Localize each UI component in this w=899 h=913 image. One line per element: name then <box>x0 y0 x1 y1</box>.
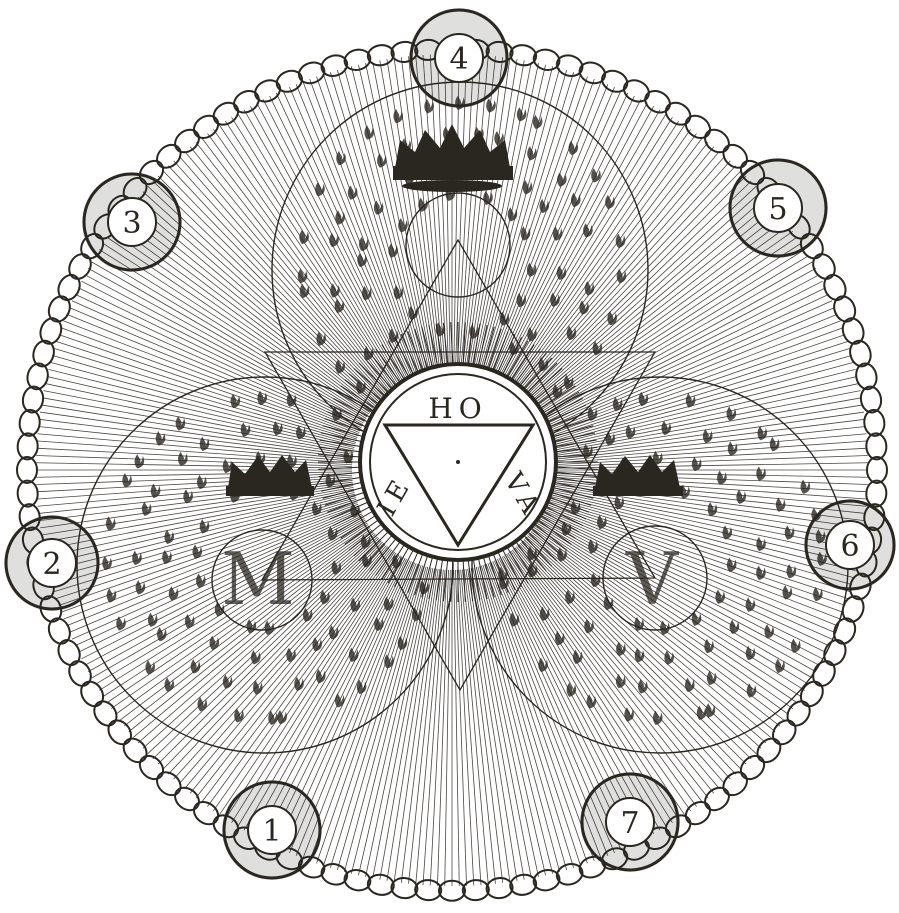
medallion-2: 2 <box>4 515 100 611</box>
lobe-letter-right: V <box>625 537 680 621</box>
central-dot <box>456 460 460 464</box>
medallion-7-label: 7 <box>620 806 639 841</box>
medallion-6: 6 <box>804 499 896 591</box>
medallion-1: 1 <box>222 780 322 880</box>
central-medallion: HO IE VA <box>360 364 556 560</box>
medallion-4-label: 4 <box>449 42 468 77</box>
lobe-letter-left: M <box>221 537 295 621</box>
medallion-5-label: 5 <box>768 192 787 227</box>
central-letters-top: HO <box>428 392 487 425</box>
medallion-4: 4 <box>409 8 509 108</box>
medallion-1-label: 1 <box>262 814 281 849</box>
medallion-3: 3 <box>82 172 182 272</box>
medallion-7: 7 <box>580 772 680 872</box>
medallion-5: 5 <box>728 158 828 258</box>
medallion-6-label: 6 <box>840 529 859 564</box>
medallion-3-label: 3 <box>122 206 141 241</box>
medallion-2-label: 2 <box>42 547 61 582</box>
